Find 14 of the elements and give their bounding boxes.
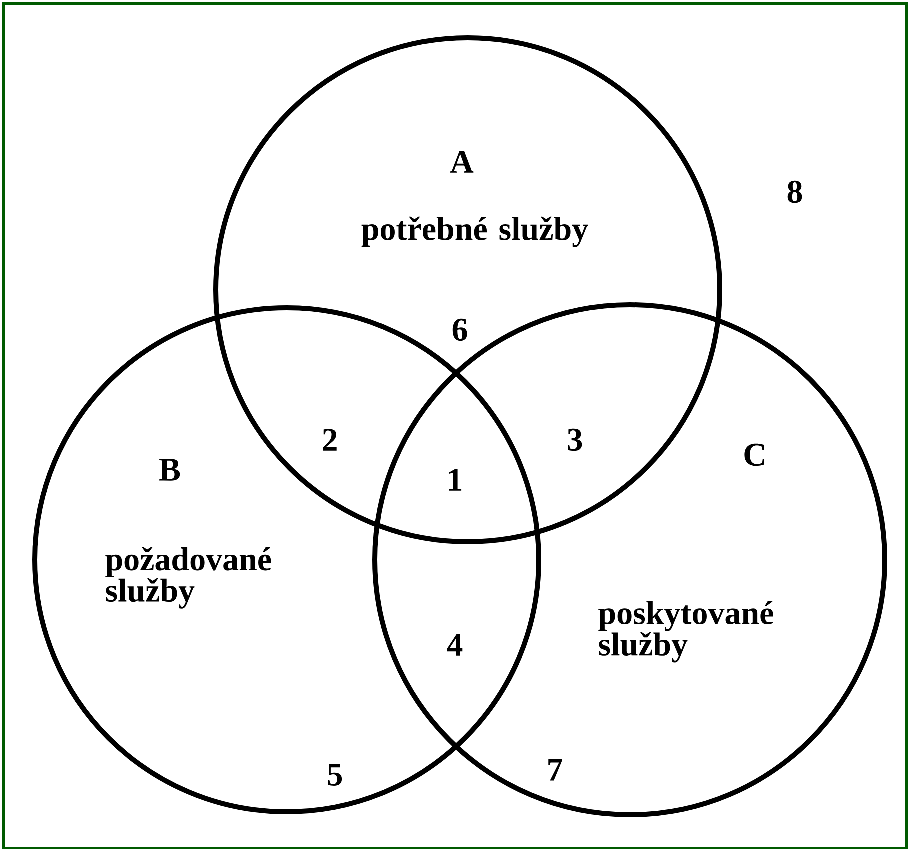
set-letter: A <box>450 151 474 173</box>
region-number: 7 <box>548 759 562 781</box>
region-number: 4 <box>447 634 463 656</box>
region-number: 1 <box>449 469 462 491</box>
region-number: 5 <box>328 764 342 786</box>
set-letter: B <box>160 459 180 481</box>
region-number: 2 <box>323 429 337 451</box>
set-label: požadované služby <box>106 547 272 609</box>
set-label: potřebné služby <box>362 216 588 248</box>
set-letter: C <box>744 444 764 466</box>
region-number: 6 <box>452 318 468 342</box>
region-number: 8 <box>788 180 802 204</box>
set-label: poskytované služby <box>598 601 774 663</box>
region-number: 3 <box>568 428 582 452</box>
